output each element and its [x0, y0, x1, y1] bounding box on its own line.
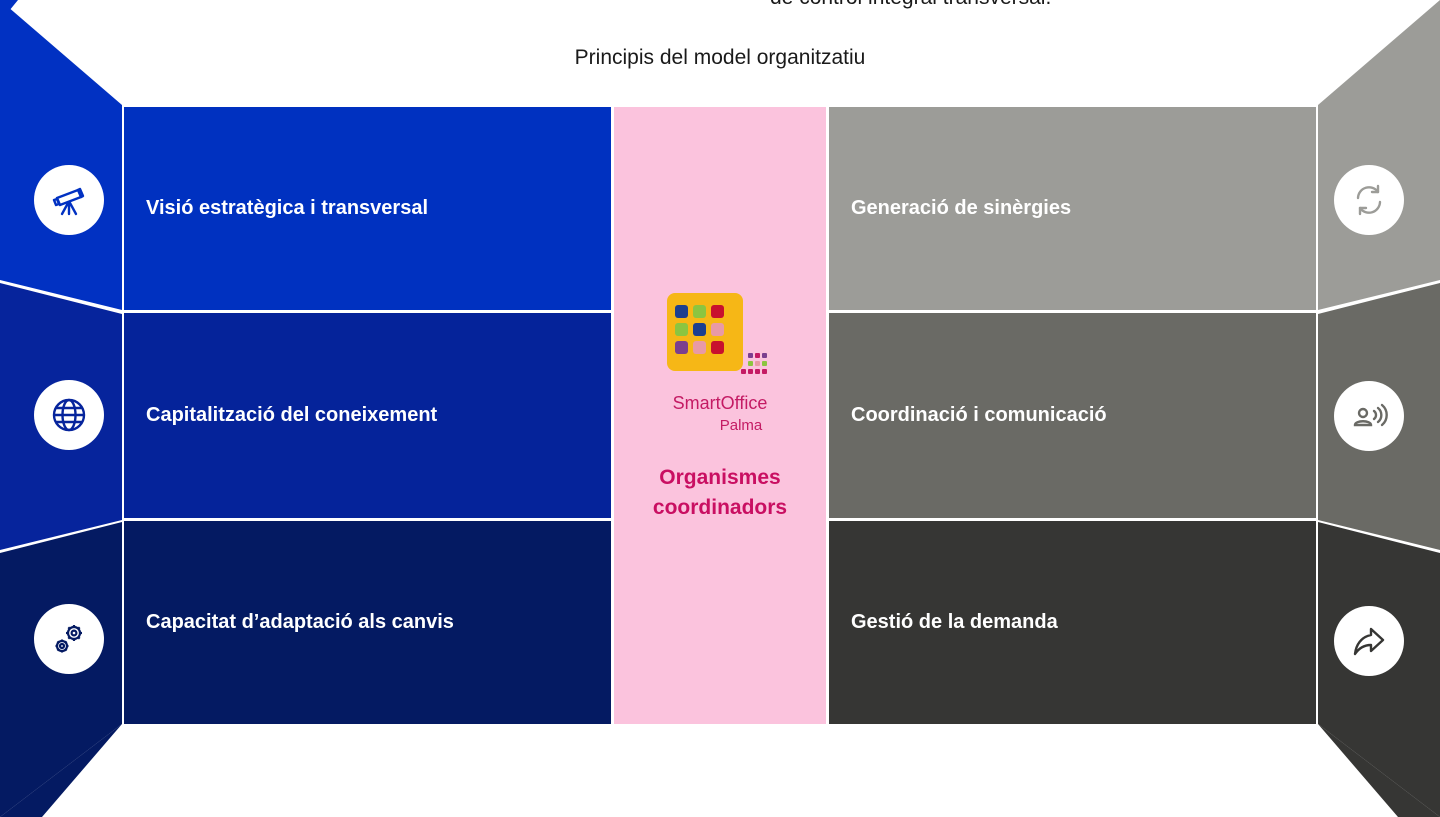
diagram-subtitle: Principis del model organitzatiu	[574, 46, 866, 69]
left-wall-top	[0, 0, 122, 310]
center-title-line1: Organismes	[659, 466, 781, 489]
gears-icon	[34, 604, 104, 674]
right-wall-floor	[1318, 724, 1440, 817]
globe-icon	[34, 380, 104, 450]
sync-icon	[1334, 165, 1404, 235]
center-title: Organismes coordinadors	[614, 463, 826, 523]
principle-knowledge-capitalization: Capitalització del coneixement	[124, 313, 611, 518]
top-caption: de control integral transversal.	[770, 0, 1370, 10]
smartoffice-logo	[667, 293, 743, 371]
brand-city: Palma	[719, 417, 763, 434]
left-wall-corner	[0, 0, 18, 22]
share-arrow-icon	[1334, 606, 1404, 676]
telescope-icon	[34, 165, 104, 235]
right-wall-top	[1318, 0, 1440, 310]
principle-synergies: Generació de sinèrgies	[829, 107, 1316, 310]
left-wall-floor	[0, 724, 122, 817]
principle-demand-management: Gestió de la demanda	[829, 521, 1316, 724]
principle-coordination: Coordinació i comunicació	[829, 313, 1316, 518]
center-panel: SmartOffice Palma Organismes coordinador…	[614, 107, 826, 724]
speaker-icon	[1334, 381, 1404, 451]
center-title-line2: coordinadors	[652, 496, 788, 519]
principle-adaptability: Capacitat d’adaptació als canvis	[124, 521, 611, 724]
brand-name: SmartOffice	[672, 393, 768, 413]
principle-strategic-vision: Visió estratègica i transversal	[124, 107, 611, 310]
